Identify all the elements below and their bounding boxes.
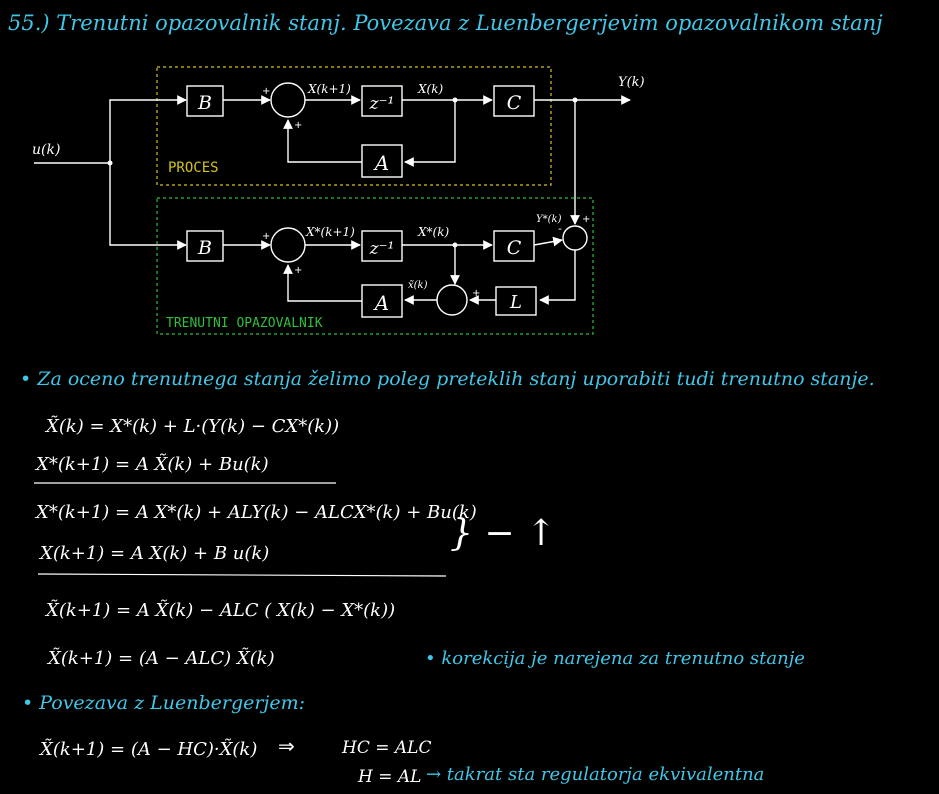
wire-a-sum-obs bbox=[283, 264, 362, 302]
sum-observer bbox=[270, 227, 306, 263]
sum-error bbox=[562, 225, 588, 251]
block-c-observer bbox=[493, 230, 535, 262]
input-branch-obs bbox=[109, 163, 187, 250]
block-c-observer-label: C bbox=[507, 237, 522, 259]
block-z-process-label: z⁻¹ bbox=[369, 94, 395, 114]
signal-xs-k: X*(k) bbox=[417, 225, 449, 239]
eq-xstar-next: X*(k+1) = A X̃(k) + Bu(k) bbox=[34, 453, 269, 475]
block-z-observer-label: z⁻¹ bbox=[369, 239, 395, 259]
note-equivalent: → takrat sta regulatorja ekvivalentna bbox=[426, 764, 764, 785]
note-current-state: • Za oceno trenutnega stanja želimo pole… bbox=[20, 368, 875, 390]
sign-plus-4: + bbox=[582, 214, 590, 225]
input-label: u(k) bbox=[32, 142, 60, 158]
block-b-process bbox=[186, 85, 224, 117]
sign-plus-2: + bbox=[294, 120, 302, 131]
sign-plus-6: + bbox=[294, 265, 302, 276]
signal-x-tilde: x̃(k) bbox=[408, 280, 428, 291]
block-a-process-label: A bbox=[373, 151, 389, 175]
observer-label: TRENUTNI OPAZOVALNIK bbox=[166, 316, 323, 331]
block-z-process bbox=[361, 85, 403, 117]
signal-x-next: X(k+1) bbox=[307, 82, 351, 96]
eq-process: X(k+1) = A X(k) + B u(k) bbox=[38, 543, 269, 564]
signal-y-star: Y*(k) bbox=[536, 214, 562, 225]
block-c-process-label: C bbox=[507, 92, 522, 114]
wire-c-sum2 bbox=[533, 236, 563, 247]
observer-box bbox=[156, 197, 594, 335]
eq-separator-2 bbox=[37, 573, 447, 577]
wire-err-to-l bbox=[539, 250, 576, 305]
sign-plus-5: + bbox=[472, 288, 480, 299]
sign-minus: - bbox=[558, 222, 562, 235]
eq-luenberger: X̃(k+1) = (A − HC)·X̃(k) bbox=[38, 738, 257, 760]
implies-arrow: ⇒ bbox=[278, 734, 295, 758]
eq-h: H = AL bbox=[357, 767, 421, 787]
signal-xs-next: X*(k+1) bbox=[305, 225, 355, 239]
sign-plus-1: + bbox=[262, 86, 270, 97]
input-branch-proc bbox=[109, 95, 187, 163]
eq-error-dynamics: X̃(k+1) = A X̃(k) − ALC ( X(k) − X*(k)) bbox=[44, 599, 395, 621]
note-correction: • korekcija je narejena za trenutno stan… bbox=[425, 648, 805, 669]
block-a-process bbox=[361, 144, 403, 178]
sign-plus-3: + bbox=[262, 231, 270, 242]
eq-error-closed: X̃(k+1) = (A − ALC) X̃(k) bbox=[46, 647, 275, 669]
block-a-observer-label: A bbox=[373, 291, 389, 315]
eq-xstar-expanded: X*(k+1) = A X*(k) + ALY(k) − ALCX*(k) + … bbox=[34, 502, 477, 523]
wire-xk-to-a-proc bbox=[404, 100, 456, 167]
signal-x-k: X(k) bbox=[417, 82, 443, 96]
output-label: Y(k) bbox=[618, 75, 645, 90]
block-l-observer-label: L bbox=[509, 292, 522, 313]
process-box bbox=[156, 66, 552, 186]
block-b-observer bbox=[186, 230, 224, 262]
eq-hc: HC = ALC bbox=[341, 738, 431, 758]
block-l-observer bbox=[495, 286, 537, 316]
note-luenberger: • Povezava z Luenbergerjem: bbox=[22, 692, 305, 714]
block-z-observer bbox=[361, 230, 403, 262]
page-title: 55.) Trenutni opazovalnik stanj. Povezav… bbox=[8, 11, 883, 35]
eq-xtilde: X̃(k) = X*(k) + L·(Y(k) − CX*(k)) bbox=[44, 415, 339, 437]
sum-process bbox=[270, 82, 306, 118]
wire-a-sum-proc bbox=[283, 119, 362, 163]
bracket-subtract: } − ↑ bbox=[450, 513, 556, 554]
block-b-process-label: B bbox=[197, 92, 212, 114]
block-c-process bbox=[493, 85, 535, 117]
process-label: PROCES bbox=[168, 160, 219, 176]
sum-correction bbox=[436, 284, 468, 316]
block-b-observer-label: B bbox=[197, 237, 212, 259]
